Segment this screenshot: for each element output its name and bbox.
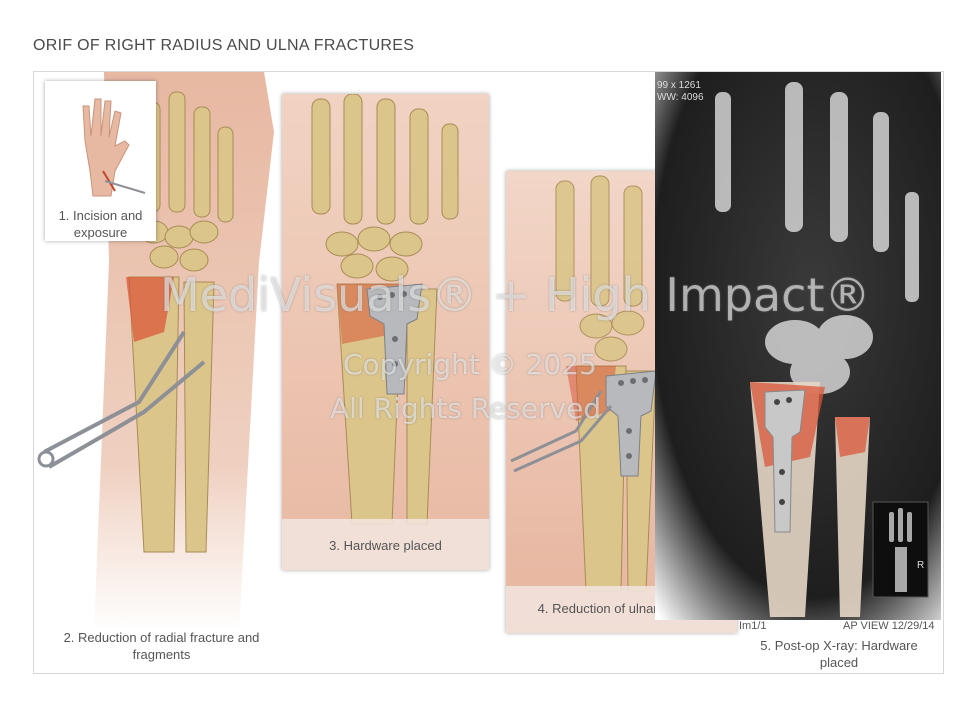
caption-panel-1: 1. Incision and exposure	[45, 207, 156, 241]
panel-xray: 99 x 1261 WW: 4096 R	[655, 72, 941, 620]
xray-top-line1: 99 x 1261	[657, 80, 701, 91]
xray-illustration	[655, 72, 941, 620]
caption-panel-1-line2: exposure	[73, 225, 128, 240]
xray-marker: R	[917, 560, 925, 571]
caption-panel-3: 3. Hardware placed	[329, 538, 442, 553]
xray-bottom-right: AP VIEW 12/29/14	[843, 620, 935, 632]
caption-panel-2-line2: fragments	[132, 647, 191, 662]
caption-panel-5: 5. Post-op X-ray: Hardware placed	[744, 637, 934, 671]
hardware-placed-illustration	[282, 93, 489, 570]
watermark-rights: All Rights Reserved	[330, 392, 602, 425]
caption-panel-5-line1: 5. Post-op X-ray: Hardware	[760, 638, 918, 653]
xray-bottom-left: Im1/1	[739, 620, 767, 632]
caption-panel-2-line1: 2. Reduction of radial fracture and	[63, 630, 260, 645]
inset-incision: 1. Incision and exposure	[45, 81, 156, 241]
caption-panel-5-line2: placed	[819, 655, 859, 670]
watermark-copyright: Copyright © 2025	[343, 348, 597, 381]
xray-top-line2: WW: 4096	[657, 92, 704, 103]
watermark-brand: MediVisuals® + High Impact®	[160, 268, 871, 322]
caption-panel-2: 2. Reduction of radial fracture and frag…	[44, 629, 279, 663]
caption-panel-1-line1: 1. Incision and	[58, 208, 143, 223]
panel-hardware-placed: 3. Hardware placed	[282, 93, 489, 570]
ulnar-reduction-illustration	[506, 171, 737, 633]
incision-hand-illustration	[82, 98, 146, 197]
page-title: ORIF OF RIGHT RADIUS AND ULNA FRACTURES	[33, 37, 415, 54]
